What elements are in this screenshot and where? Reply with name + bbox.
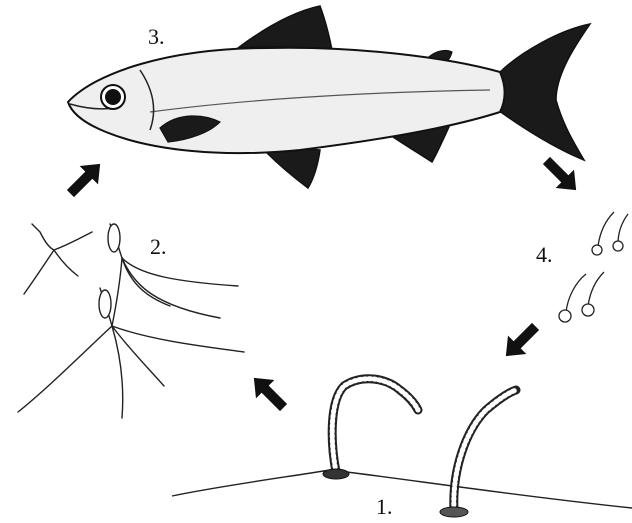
arrow-to-stage-2 (245, 369, 293, 417)
fish-pelvic-fin (266, 149, 320, 188)
arrow-to-stage-4 (537, 151, 585, 199)
fish-illustration (68, 6, 590, 188)
fish-tail-fin (498, 24, 590, 160)
worm-tube-base (323, 469, 349, 479)
substrate-line (172, 470, 632, 508)
fish-dorsal-fin (238, 6, 332, 50)
spores-illustration (559, 212, 628, 322)
arrow-to-stage-1 (497, 317, 545, 365)
stage-3-label: 3. (148, 24, 165, 49)
stage-4-label: 4. (536, 242, 553, 267)
stage-2-label: 2. (150, 234, 167, 259)
worm-tube-base (440, 507, 468, 517)
arrow-to-stage-3 (61, 155, 109, 203)
larvae-illustration (18, 224, 244, 418)
worm-illustration (172, 379, 632, 517)
stage-1-label: 1. (376, 494, 393, 519)
